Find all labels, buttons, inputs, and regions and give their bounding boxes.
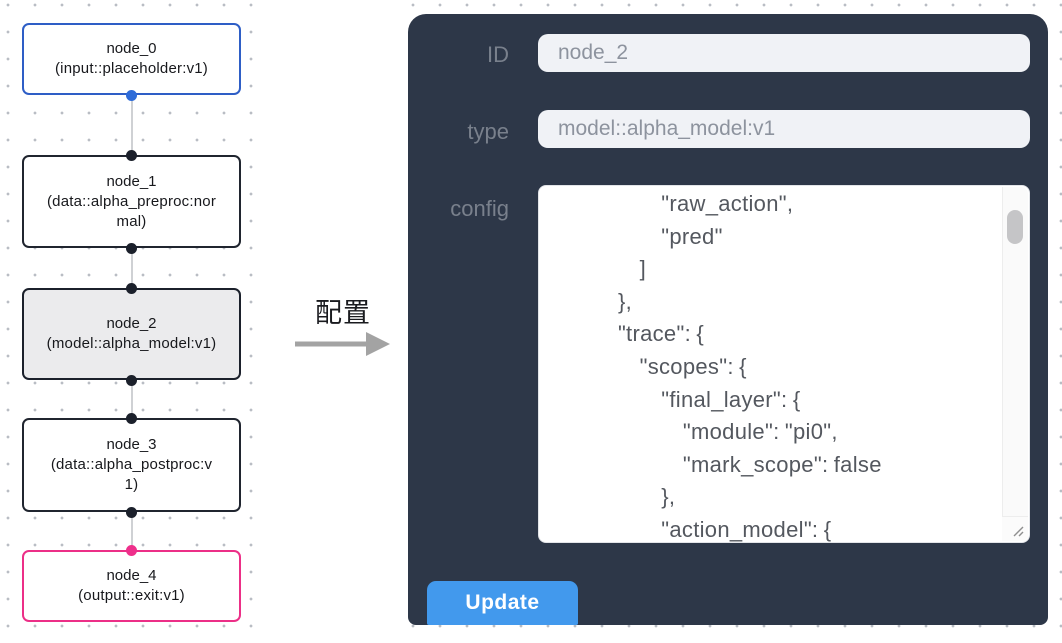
node-subtitle: (output::exit:v1)	[78, 587, 185, 604]
config-textarea[interactable]: "raw_action", "pred" ] }, "trace": { "sc…	[538, 185, 1030, 543]
node-node_3[interactable]: node_3 (data::alpha_postproc:v1)	[22, 418, 241, 512]
node-graph: node_0 (input::placeholder:v1) node_1 (d…	[0, 0, 272, 643]
id-field-label: ID	[487, 42, 509, 67]
connection-handle-icon[interactable]	[126, 150, 137, 161]
config-field-label: config	[450, 196, 509, 221]
connection-handle-icon[interactable]	[126, 243, 137, 254]
node-node_2-selected[interactable]: node_2 (model::alpha_model:v1)	[22, 288, 241, 380]
connection-handle-icon[interactable]	[126, 413, 137, 424]
config-panel: ID type config "raw_action", "pred" ] },…	[408, 14, 1048, 625]
scrollbar-thumb[interactable]	[1007, 210, 1023, 244]
arrow-right-icon	[295, 332, 390, 356]
configure-annotation: 配置	[292, 297, 394, 357]
edge-node0-node1	[131, 95, 133, 155]
scrollbar-track[interactable]	[1002, 187, 1028, 541]
update-button[interactable]: Update	[427, 581, 578, 625]
type-input[interactable]	[538, 110, 1030, 148]
config-json-text: "raw_action", "pred" ] }, "trace": { "sc…	[617, 191, 882, 542]
node-title: node_1	[106, 172, 157, 190]
connection-handle-icon[interactable]	[126, 283, 137, 294]
node-subtitle: (data::alpha_preproc:normal)	[46, 192, 217, 230]
node-title: node_3	[106, 436, 157, 453]
node-node_1[interactable]: node_1 (data::alpha_preproc:normal)	[22, 155, 241, 248]
node-subtitle: (input::placeholder:v1)	[54, 60, 209, 77]
node-title: node_4	[106, 567, 157, 584]
edge-node3-node4	[131, 512, 133, 550]
node-node_4[interactable]: node_4 (output::exit:v1)	[22, 550, 241, 622]
connection-handle-icon[interactable]	[126, 545, 137, 556]
node-title: node_0	[106, 40, 157, 57]
scrollbar-corner	[1002, 516, 1028, 541]
edge-node2-node3	[131, 380, 133, 418]
node-node_0[interactable]: node_0 (input::placeholder:v1)	[22, 23, 241, 95]
connection-handle-icon[interactable]	[126, 90, 137, 101]
configure-label: 配置	[315, 298, 371, 328]
resize-handle-icon[interactable]	[1010, 523, 1026, 539]
connection-handle-icon[interactable]	[126, 375, 137, 386]
connection-handle-icon[interactable]	[126, 507, 137, 518]
edge-node1-node2	[131, 248, 133, 288]
id-input[interactable]	[538, 34, 1030, 72]
node-subtitle: (model::alpha_model:v1)	[46, 335, 217, 352]
type-field-label: type	[467, 119, 509, 144]
node-subtitle: (data::alpha_postproc:v1)	[50, 456, 213, 493]
node-title: node_2	[106, 315, 157, 332]
